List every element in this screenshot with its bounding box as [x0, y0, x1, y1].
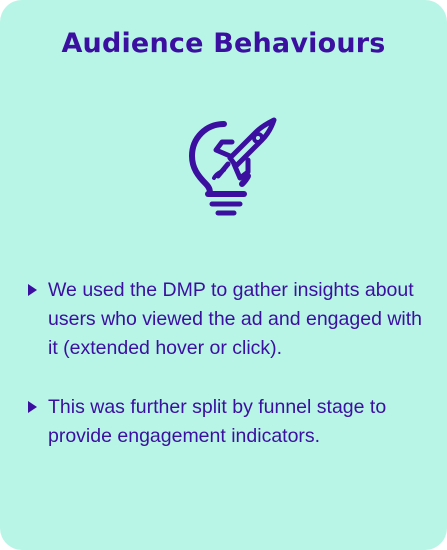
list-item: We used the DMP to gather insights about… [28, 276, 428, 363]
bullet-text: We used the DMP to gather insights about… [48, 279, 423, 359]
triangle-bullet-icon [28, 284, 37, 296]
triangle-bullet-icon [28, 401, 37, 413]
card-title: Audience Behaviours [61, 28, 386, 59]
list-item: This was further split by funnel stage t… [28, 393, 428, 451]
lightbulb-rocket-icon [186, 112, 278, 218]
bullet-list: We used the DMP to gather insights about… [28, 276, 428, 481]
bullet-text: This was further split by funnel stage t… [48, 396, 387, 447]
